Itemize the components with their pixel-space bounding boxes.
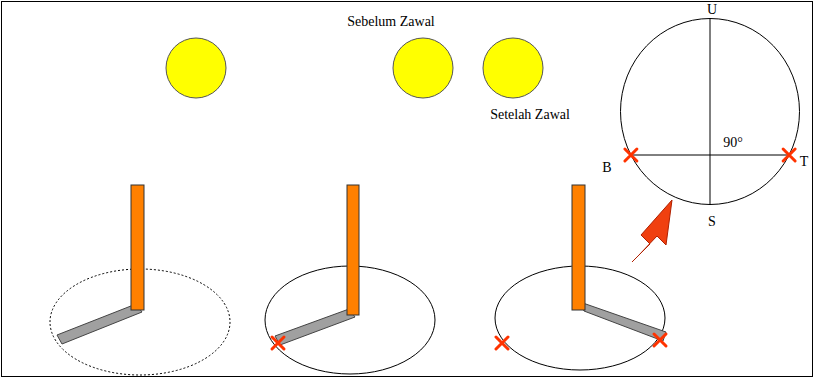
caption-label: Sebelum Zawal — [347, 15, 434, 29]
pointer-arrow — [632, 200, 672, 262]
compass-label: B — [602, 161, 611, 175]
compass-label: S — [708, 215, 716, 229]
compass-outline — [620, 18, 800, 205]
compass-label: U — [707, 3, 717, 17]
poles — [131, 185, 585, 315]
marks — [272, 334, 666, 349]
compass-label: 90° — [723, 136, 743, 150]
cross-mark — [625, 149, 637, 161]
suns — [166, 38, 543, 98]
cross-mark — [783, 149, 795, 161]
compass-circle: UB90°TS — [620, 18, 800, 205]
caption-label: Setelah Zawal — [490, 108, 570, 122]
compass-label: T — [800, 155, 809, 169]
